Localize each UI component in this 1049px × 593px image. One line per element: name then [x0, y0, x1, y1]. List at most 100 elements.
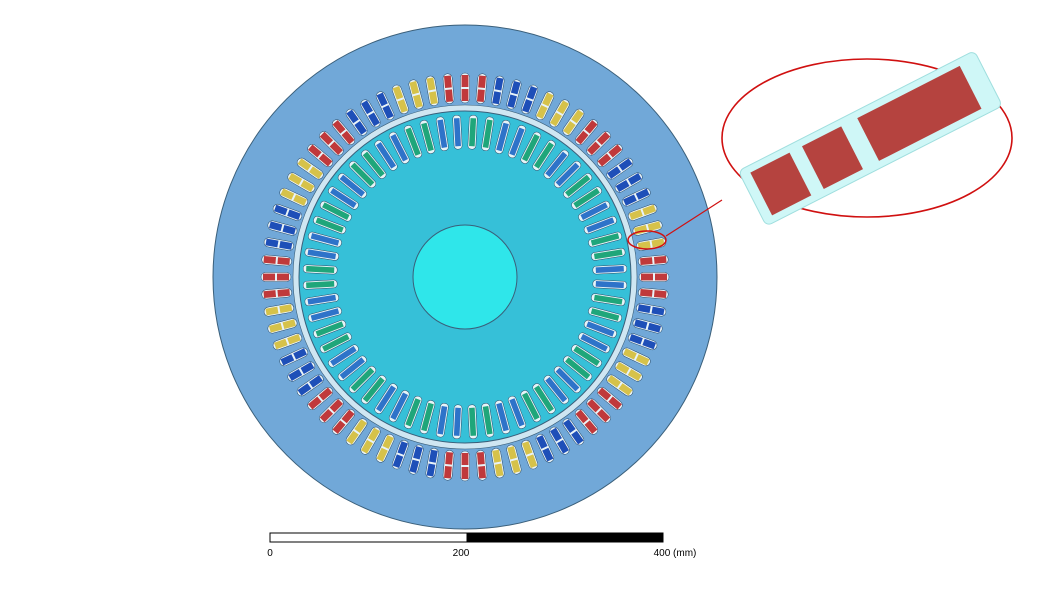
rotor-slot [304, 293, 339, 307]
rotor-slot [520, 390, 542, 423]
rotor-slot [435, 403, 449, 438]
stator-slot [261, 287, 292, 300]
scale-tick-label-400: 400 (mm) [654, 548, 697, 559]
rotor-slot [328, 344, 359, 368]
rotor-slot [348, 160, 377, 189]
rotor-slot [494, 120, 511, 154]
rotor-slot [313, 215, 347, 235]
rotor-slot [592, 264, 628, 275]
rotor-slot [481, 403, 495, 438]
rotor-slot [348, 365, 377, 394]
stator-slot [425, 75, 439, 106]
rotor-slot [481, 116, 495, 151]
stator-slot [267, 220, 298, 236]
stator-slot [606, 374, 634, 397]
rotor-slot [532, 140, 556, 171]
stator-slot [272, 333, 303, 351]
rotor-slot [337, 173, 367, 199]
stator-slot [596, 386, 623, 411]
stator-slot [638, 254, 669, 267]
rotor-slot [467, 114, 478, 150]
rotor-slot [588, 231, 622, 248]
stator-slot [521, 84, 539, 115]
stator-slot [263, 303, 294, 317]
rotor-slot [507, 395, 527, 429]
stator-slot [375, 91, 395, 120]
rotor-slot [328, 186, 359, 210]
stator-slot [506, 79, 522, 110]
rotor-slot [374, 383, 398, 414]
rotor-slot [543, 149, 569, 179]
stator-slot [287, 361, 316, 382]
rotor-slot [578, 200, 611, 222]
scale-bar-black-segment [466, 532, 664, 543]
zoom-connector-line [665, 199, 723, 237]
stator-slot [627, 203, 658, 221]
stator-slot [562, 108, 585, 136]
stator-slot [331, 408, 356, 435]
stator-slot [475, 73, 488, 104]
rotor-slot [467, 404, 478, 440]
rotor-slot [591, 247, 626, 261]
stator-slot [375, 434, 395, 463]
rotor-slot [588, 306, 622, 323]
rotor-slot [563, 173, 593, 199]
rotor-slots [302, 114, 628, 440]
rotor-slot [337, 355, 367, 381]
stator-slot [307, 143, 334, 168]
rotor-slot [374, 140, 398, 171]
stator-slot [296, 157, 324, 180]
stator-slot [632, 318, 663, 334]
stator-slot [596, 143, 623, 168]
scale-tick-label-0: 0 [267, 548, 273, 559]
rotor-slot [313, 319, 347, 339]
stator-slot [638, 272, 670, 282]
stator-slot [267, 318, 298, 334]
rotor-slot [403, 125, 423, 159]
stator-slot [287, 172, 316, 193]
stator-slots [260, 72, 670, 482]
rotor-slot [308, 231, 342, 248]
rotor-slot [553, 160, 582, 189]
stator-slot [574, 119, 599, 146]
scale-tick-label-200: 200 [453, 548, 470, 559]
rotor-slot [571, 344, 602, 368]
stator-slot [260, 272, 292, 282]
stator-slot [279, 187, 308, 207]
rotor-slot [388, 131, 410, 164]
stator-slot [521, 439, 539, 470]
zoom-conductor-small-1 [750, 152, 812, 216]
zoom-callout [721, 52, 1013, 225]
stator-slot [614, 172, 643, 193]
rotor-slot [304, 247, 339, 261]
stator-slot [491, 448, 505, 479]
scale-bar-white-segment [269, 532, 468, 543]
rotor-slot [578, 332, 611, 354]
stator-slot [535, 434, 555, 463]
stator-slot [272, 203, 303, 221]
rotor-slot [520, 131, 542, 164]
stator-slot [408, 79, 424, 110]
rotor-slot [419, 400, 436, 434]
stator-slot [622, 347, 651, 367]
stator-slot [331, 119, 356, 146]
stator-slot [636, 303, 667, 317]
rotor-slot [388, 390, 410, 423]
zoom-conductor-small-2 [801, 126, 863, 190]
shaft [412, 224, 518, 330]
rotor-slot [319, 332, 352, 354]
stator-slot [319, 131, 344, 156]
stator-slot [442, 450, 455, 481]
rotor-slot [507, 125, 527, 159]
stator-slot [345, 418, 368, 446]
rotor-slot [591, 293, 626, 307]
rotor-slot [361, 149, 387, 179]
rotor-slot [583, 319, 617, 339]
rotor-slot [452, 114, 463, 150]
rotor-slot [361, 375, 387, 405]
stator-slot [391, 439, 409, 470]
stator-slot [408, 444, 424, 475]
stator-slot [586, 131, 611, 156]
stator-slot [475, 450, 488, 481]
